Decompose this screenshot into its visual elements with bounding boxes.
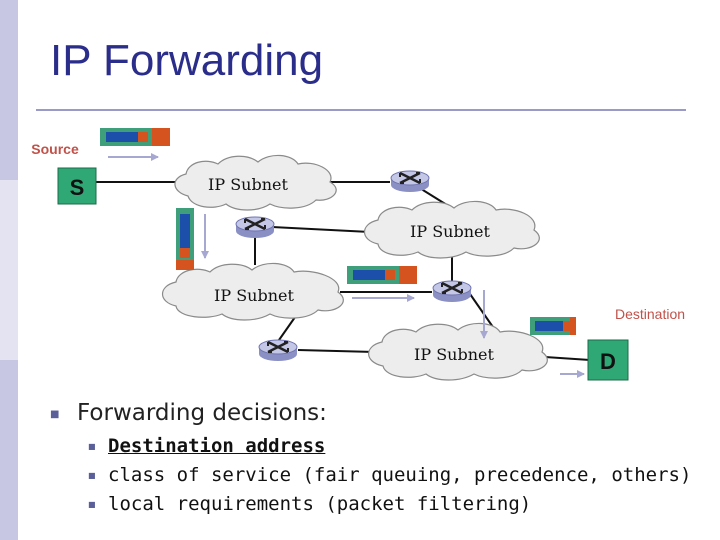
bullet-marker-icon: ■: [50, 409, 60, 420]
sub-bullet-text: local requirements (packet filtering): [108, 493, 532, 515]
subnet-label: IP Subnet: [410, 222, 490, 241]
bullet-marker-icon: ■: [88, 442, 96, 451]
packet-icon: [100, 128, 170, 146]
title-divider: [36, 109, 686, 111]
packet-icon: [347, 266, 417, 284]
network-diagram: IP Subnet IP Subnet IP Subnet IP Subnet …: [31, 128, 685, 381]
subnet-label: IP Subnet: [414, 345, 494, 364]
source-label: Source: [31, 141, 79, 157]
bullet-heading-text: Forwarding decisions:: [77, 400, 327, 426]
destination-label: Destination: [615, 306, 685, 322]
router-icon: [389, 169, 431, 194]
router-icon: [234, 215, 276, 240]
source-node: S: [57, 167, 97, 205]
side-bar-top: [0, 0, 18, 180]
flow-arrows: [108, 153, 585, 378]
subnet-cloud: IP Subnet: [174, 154, 337, 211]
bullet-marker-icon: ■: [88, 471, 96, 480]
subnet-label: IP Subnet: [208, 175, 288, 194]
router-icon: [257, 338, 299, 363]
source-node-label: S: [70, 175, 85, 200]
sub-bullet-text: class of service (fair queuing, preceden…: [108, 464, 692, 486]
subnet-label: IP Subnet: [214, 286, 294, 305]
subnet-cloud: IP Subnet: [363, 200, 540, 259]
packet-icon: [530, 317, 576, 335]
sub-bullet-text: Destination address: [108, 435, 326, 457]
packet-icon: [176, 208, 194, 270]
router-icon: [431, 279, 473, 304]
side-bar-mid: [0, 180, 18, 360]
slide-title: IP Forwarding: [50, 36, 324, 85]
side-bar-bottom: [0, 360, 18, 540]
subnet-cloud: IP Subnet: [368, 322, 548, 381]
destination-node-label: D: [600, 349, 616, 374]
bullet-marker-icon: ■: [88, 500, 96, 509]
destination-node: D: [587, 339, 629, 381]
subnet-cloud: IP Subnet: [161, 262, 344, 321]
